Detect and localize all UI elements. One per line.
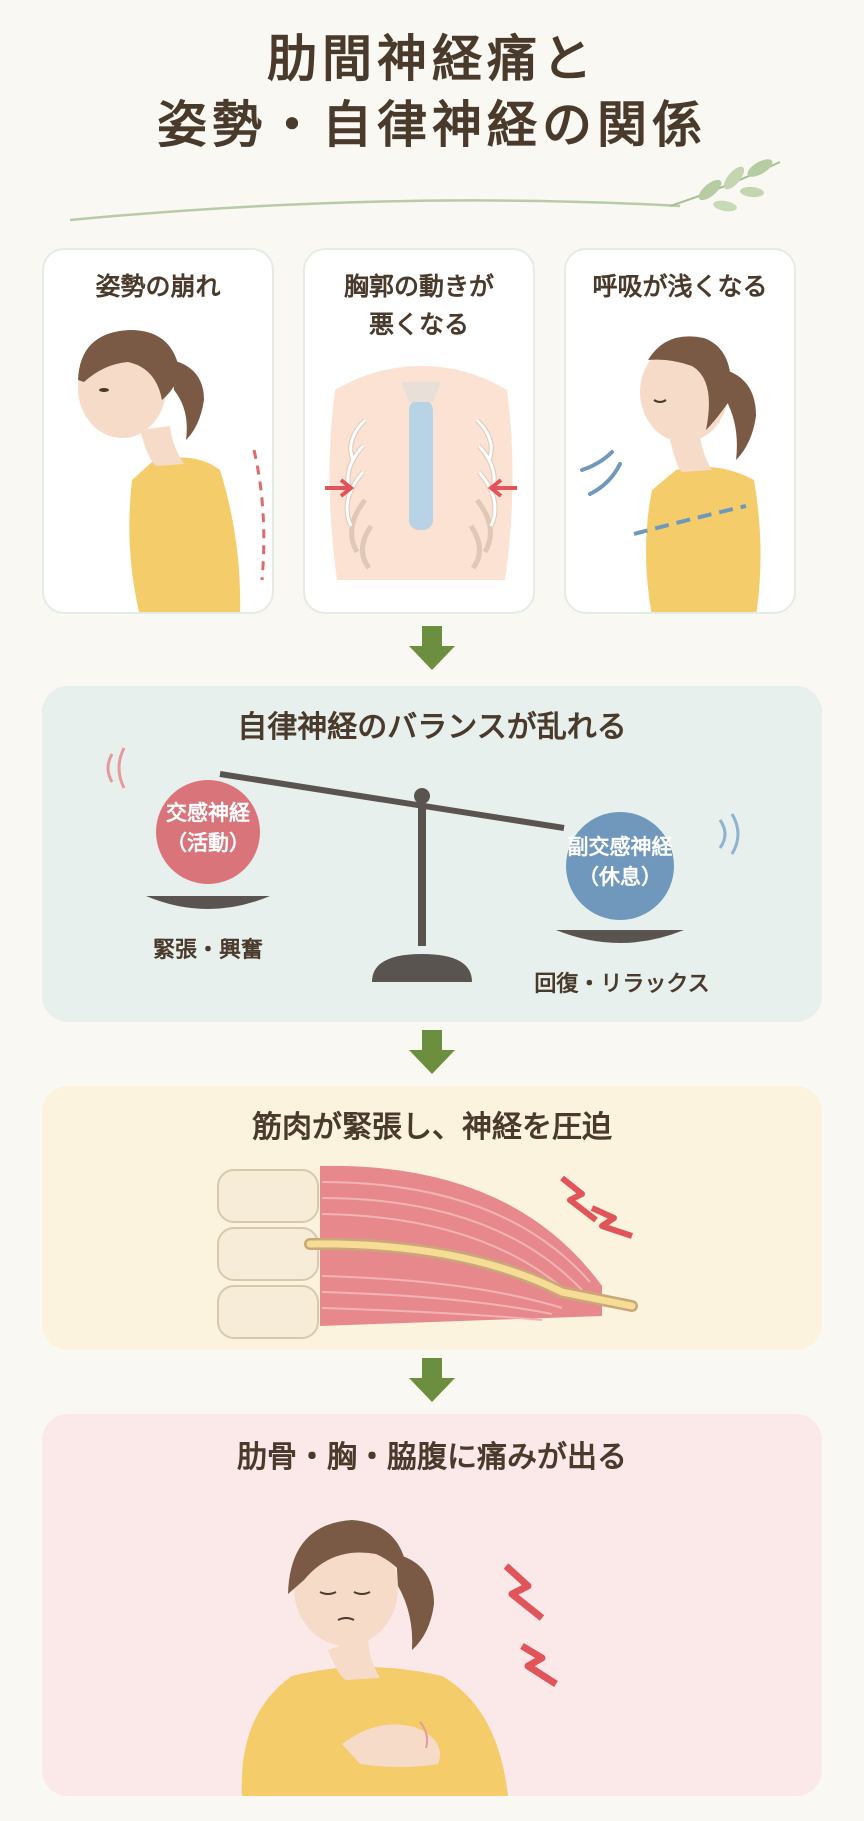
- card-ribcage-label-line2: 悪くなる: [368, 310, 469, 339]
- title-block: 肋間神経痛と 姿勢・自律神経の関係: [0, 26, 864, 158]
- ribcage-illustration: [325, 366, 517, 580]
- balance-scale-illustration: [106, 747, 740, 982]
- card-ribcage: 胸郭の動きが 悪くなる: [303, 248, 535, 614]
- sympathetic-circle-label: 交感神経 （活動）: [138, 798, 278, 858]
- muscle-nerve-illustration: [217, 1165, 638, 1339]
- panel-muscle-title: 筋肉が緊張し、神経を圧迫: [252, 1110, 612, 1145]
- breathing-woman-illustration: [580, 336, 761, 612]
- card-breathing-label: 呼吸が浅くなる: [592, 272, 768, 301]
- card-ribcage-label: 胸郭の動きが 悪くなる: [305, 268, 533, 344]
- sympathetic-label-line1: 交感神経: [166, 801, 250, 825]
- panel-autonomic-title: 自律神経のバランスが乱れる: [237, 710, 627, 745]
- down-arrow-icon: [409, 1358, 455, 1402]
- parasympathetic-label-line2: （休息）: [578, 865, 662, 889]
- sympathetic-label-line2: （活動）: [166, 831, 250, 855]
- sympathetic-caption: 緊張・興奮: [152, 938, 263, 963]
- leaf-divider-decoration: [70, 159, 781, 222]
- slouching-woman-illustration: [78, 330, 266, 612]
- card-ribcage-label-line1: 胸郭の動きが: [343, 272, 494, 301]
- panel-autonomic-balance: 自律神経のバランスが乱れる 交感神経 （活動） 緊張・興奮 副交感神経 （休息）…: [42, 686, 822, 1022]
- parasympathetic-label-line1: 副交感神経: [567, 835, 673, 859]
- card-breathing: 呼吸が浅くなる: [564, 248, 796, 614]
- parasympathetic-circle-label: 副交感神経 （休息）: [550, 832, 690, 892]
- card-posture-label: 姿勢の崩れ: [95, 272, 221, 301]
- panel-pain-title: 肋骨・胸・脇腹に痛みが出る: [237, 1440, 627, 1475]
- down-arrow-icon: [409, 626, 455, 670]
- card-posture: 姿勢の崩れ: [42, 248, 274, 614]
- panel-pain: 肋骨・胸・脇腹に痛みが出る: [42, 1414, 822, 1796]
- page-title-line2: 姿勢・自律神経の関係: [157, 96, 707, 154]
- panel-muscle-tension: 筋肉が緊張し、神経を圧迫: [42, 1086, 822, 1350]
- parasympathetic-caption: 回復・リラックス: [534, 972, 710, 997]
- page-title-line1: 肋間神経痛と: [267, 30, 597, 88]
- woman-chest-pain-illustration: [241, 1520, 558, 1796]
- down-arrow-icon: [409, 1030, 455, 1074]
